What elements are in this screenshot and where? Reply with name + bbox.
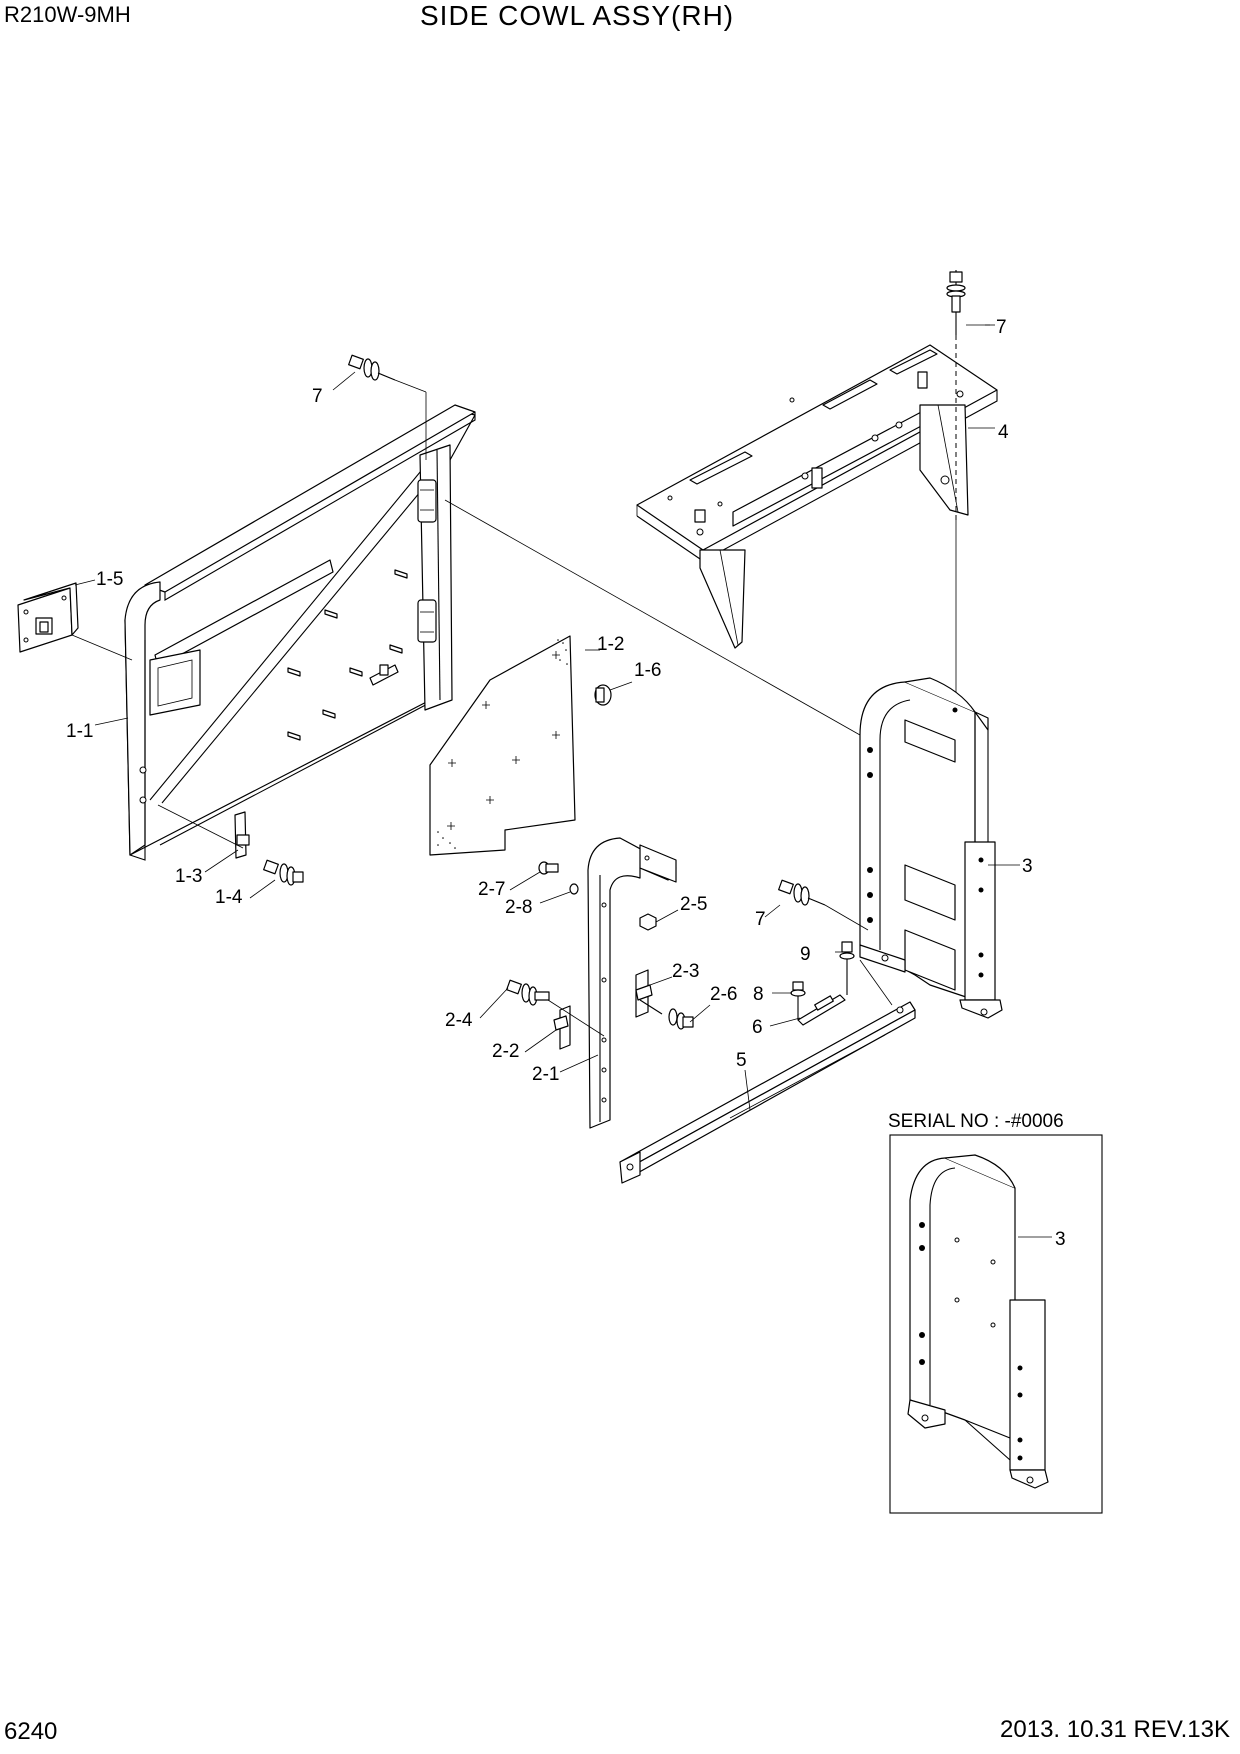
part-4-upper-bracket[interactable] bbox=[636, 344, 998, 649]
inset-callout-3: 3 bbox=[1055, 1229, 1066, 1250]
bolt-7-upper-left[interactable] bbox=[348, 354, 396, 381]
callout-5: 5 bbox=[736, 1050, 747, 1071]
serial-inset: SERIAL NO : -#0006 3 bbox=[888, 1111, 1103, 1514]
part-9-bolt[interactable] bbox=[839, 941, 855, 995]
part-2-5-nut[interactable] bbox=[639, 913, 657, 931]
part-3-side-frame[interactable] bbox=[859, 677, 1003, 1019]
callout-1-3: 1-3 bbox=[175, 866, 202, 887]
part-5-lower-rail[interactable] bbox=[619, 1001, 916, 1184]
callout-2-2: 2-2 bbox=[492, 1041, 519, 1062]
bolt-7-right[interactable] bbox=[778, 879, 826, 906]
callout-1-2: 1-2 bbox=[597, 634, 624, 655]
callout-8: 8 bbox=[753, 984, 764, 1005]
callout-1-1: 1-1 bbox=[66, 721, 93, 742]
page-title: SIDE COWL ASSY(RH) bbox=[420, 0, 735, 31]
callout-6: 6 bbox=[752, 1017, 763, 1038]
part-8-bolt[interactable] bbox=[790, 981, 806, 1020]
part-9-axis bbox=[859, 959, 893, 1006]
callout-2-1: 2-1 bbox=[532, 1064, 559, 1085]
callout-2-8: 2-8 bbox=[505, 897, 532, 918]
callout-1-4: 1-4 bbox=[215, 887, 243, 908]
callout-7-top: 7 bbox=[996, 317, 1007, 338]
part-2-1-stay[interactable] bbox=[587, 837, 677, 1129]
callout-9: 9 bbox=[800, 944, 811, 965]
callout-7-upper-left: 7 bbox=[312, 386, 323, 407]
callout-2-7: 2-7 bbox=[478, 879, 505, 900]
bolt-7-ul-line-a bbox=[394, 379, 427, 393]
part-1-5-latch-handle[interactable] bbox=[17, 582, 79, 653]
part-2-4-bolt[interactable] bbox=[506, 979, 550, 1006]
bolt-7-right-line bbox=[824, 904, 869, 931]
panel-studs bbox=[287, 569, 408, 741]
part-6-plate[interactable] bbox=[797, 994, 846, 1026]
part-2-7-bolt[interactable] bbox=[538, 861, 559, 875]
stay-bolt-line bbox=[547, 999, 605, 1037]
callout-2-4: 2-4 bbox=[445, 1010, 473, 1031]
part-1-3-bracket[interactable] bbox=[234, 811, 250, 859]
bracket-leader bbox=[157, 804, 244, 849]
part-1-4-bolt[interactable] bbox=[263, 859, 304, 886]
hinge-to-side-frame-line bbox=[444, 499, 861, 736]
callout-2-5: 2-5 bbox=[680, 894, 707, 915]
callout-1-6: 1-6 bbox=[634, 660, 661, 681]
model-code: R210W-9MH bbox=[4, 2, 131, 27]
callout-leaders bbox=[74, 324, 1020, 1111]
page-number: 6240 bbox=[4, 1718, 58, 1745]
callout-labels: 7 7 4 1-5 1-1 1-2 1-6 1-3 1-4 2-7 2-8 2-… bbox=[66, 317, 1033, 1085]
callout-3: 3 bbox=[1022, 856, 1033, 877]
part-1-2-insulation-plate[interactable] bbox=[429, 635, 576, 856]
part-1-6-clip[interactable] bbox=[594, 684, 612, 706]
inset-part-3-frame[interactable] bbox=[907, 1154, 1049, 1489]
part-2-3-clamp[interactable] bbox=[635, 969, 653, 1018]
callout-7-right: 7 bbox=[755, 909, 766, 930]
callout-1-5: 1-5 bbox=[96, 569, 123, 590]
part-1-1-door-panel[interactable] bbox=[124, 404, 476, 861]
part-2-6-bolt[interactable] bbox=[639, 999, 694, 1030]
latch-leader bbox=[71, 634, 133, 661]
callout-2-6: 2-6 bbox=[710, 984, 737, 1005]
bolt-7-top[interactable] bbox=[946, 270, 990, 335]
part-2-8-washer[interactable] bbox=[569, 883, 579, 895]
part-2-2-clamp[interactable] bbox=[553, 1005, 571, 1050]
inset-serial-label: SERIAL NO : -#0006 bbox=[888, 1111, 1064, 1132]
revision-date: 2013. 10.31 REV.13K bbox=[1000, 1716, 1230, 1743]
callout-2-3: 2-3 bbox=[672, 961, 699, 982]
callout-4: 4 bbox=[998, 422, 1009, 443]
inset-frame bbox=[889, 1134, 1103, 1514]
